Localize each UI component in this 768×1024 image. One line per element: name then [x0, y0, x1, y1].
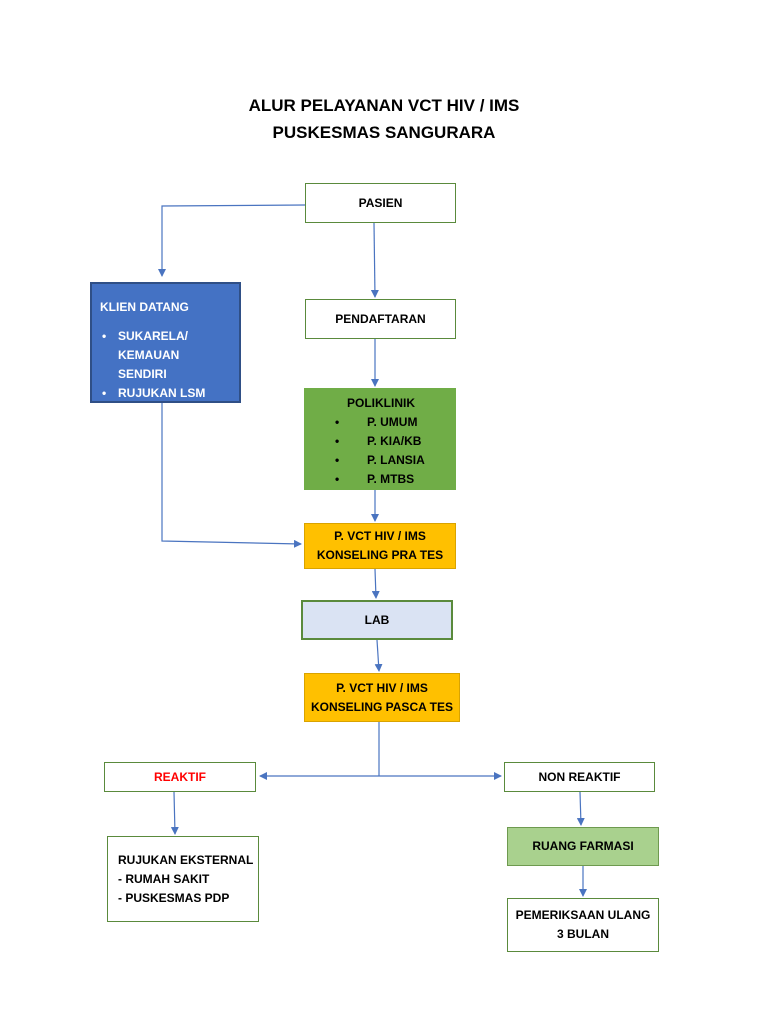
- node-farmasi-label: RUANG FARMASI: [532, 839, 634, 853]
- node-pra-tes-line2: KONSELING PRA TES: [316, 548, 444, 562]
- node-ruang-farmasi: RUANG FARMASI: [507, 827, 659, 866]
- node-konseling-pra-tes: P. VCT HIV / IMS KONSELING PRA TES: [304, 523, 456, 569]
- node-poliklinik-list: P. UMUM P. KIA/KB P. LANSIA P. MTBS: [335, 413, 425, 489]
- node-rujukan-eksternal: RUJUKAN EKSTERNAL - RUMAH SAKIT - PUSKES…: [107, 836, 259, 922]
- list-item: P. MTBS: [335, 470, 425, 489]
- node-pasca-tes-line2: KONSELING PASCA TES: [310, 699, 453, 714]
- node-klien-list: SUKARELA/KEMAUAN SENDIRI RUJUKAN LSM: [100, 327, 231, 403]
- node-reaktif: REAKTIF: [104, 762, 256, 792]
- node-klien-title: KLIEN DATANG: [100, 300, 189, 314]
- connector-klien-pratest: [161, 403, 302, 548]
- node-pemeriksaan-line2: 3 BULAN: [556, 927, 609, 941]
- node-pendaftaran-label: PENDAFTARAN: [335, 311, 426, 326]
- connector-reaktif-rujukan: [170, 791, 179, 835]
- node-rujukan-line1: RUJUKAN EKSTERNAL: [118, 852, 254, 867]
- diagram-title-line2: PUSKESMAS SANGURARA: [272, 123, 496, 142]
- node-pasien-label: PASIEN: [358, 195, 403, 210]
- node-rujukan-line3: - PUSKESMAS PDP: [118, 890, 230, 905]
- node-pemeriksaan-line1: PEMERIKSAAN ULANG: [515, 908, 651, 922]
- node-reaktif-label: REAKTIF: [154, 769, 206, 784]
- node-poliklinik: POLIKLINIK P. UMUM P. KIA/KB P. LANSIA P…: [304, 388, 456, 490]
- node-non-reaktif-label: NON REAKTIF: [538, 769, 621, 784]
- list-item: P. UMUM: [335, 413, 425, 432]
- node-non-reaktif: NON REAKTIF: [504, 762, 655, 792]
- node-pasca-tes-line1: P. VCT HIV / IMS: [336, 680, 428, 695]
- connector-pasien-klien: [158, 204, 306, 277]
- node-klien-datang: KLIEN DATANG SUKARELA/KEMAUAN SENDIRI RU…: [90, 282, 241, 403]
- node-rujukan-line2: - RUMAH SAKIT: [118, 871, 210, 886]
- node-pra-tes-line1: P. VCT HIV / IMS: [334, 529, 426, 543]
- connector-nonreaktif-farmasi: [576, 791, 585, 826]
- node-pasien: PASIEN: [305, 183, 456, 223]
- connector-pratest-lab: [371, 568, 380, 599]
- connector-pasien-pendaftaran: [370, 222, 379, 298]
- node-lab: LAB: [301, 600, 453, 640]
- node-pendaftaran: PENDAFTARAN: [305, 299, 456, 339]
- list-item: P. KIA/KB: [335, 432, 425, 451]
- node-poliklinik-title: POLIKLINIK: [347, 396, 415, 410]
- list-item: SUKARELA/KEMAUAN SENDIRI: [100, 327, 231, 384]
- diagram-title-line1: ALUR PELAYANAN VCT HIV / IMS: [248, 96, 520, 115]
- node-pemeriksaan-ulang: PEMERIKSAAN ULANG 3 BULAN: [507, 898, 659, 952]
- node-lab-label: LAB: [364, 612, 390, 627]
- list-item: P. LANSIA: [335, 451, 425, 470]
- list-item: RUJUKAN LSM: [100, 384, 231, 403]
- connector-lab-pascatest: [374, 639, 383, 672]
- node-konseling-pasca-tes: P. VCT HIV / IMS KONSELING PASCA TES: [304, 673, 460, 722]
